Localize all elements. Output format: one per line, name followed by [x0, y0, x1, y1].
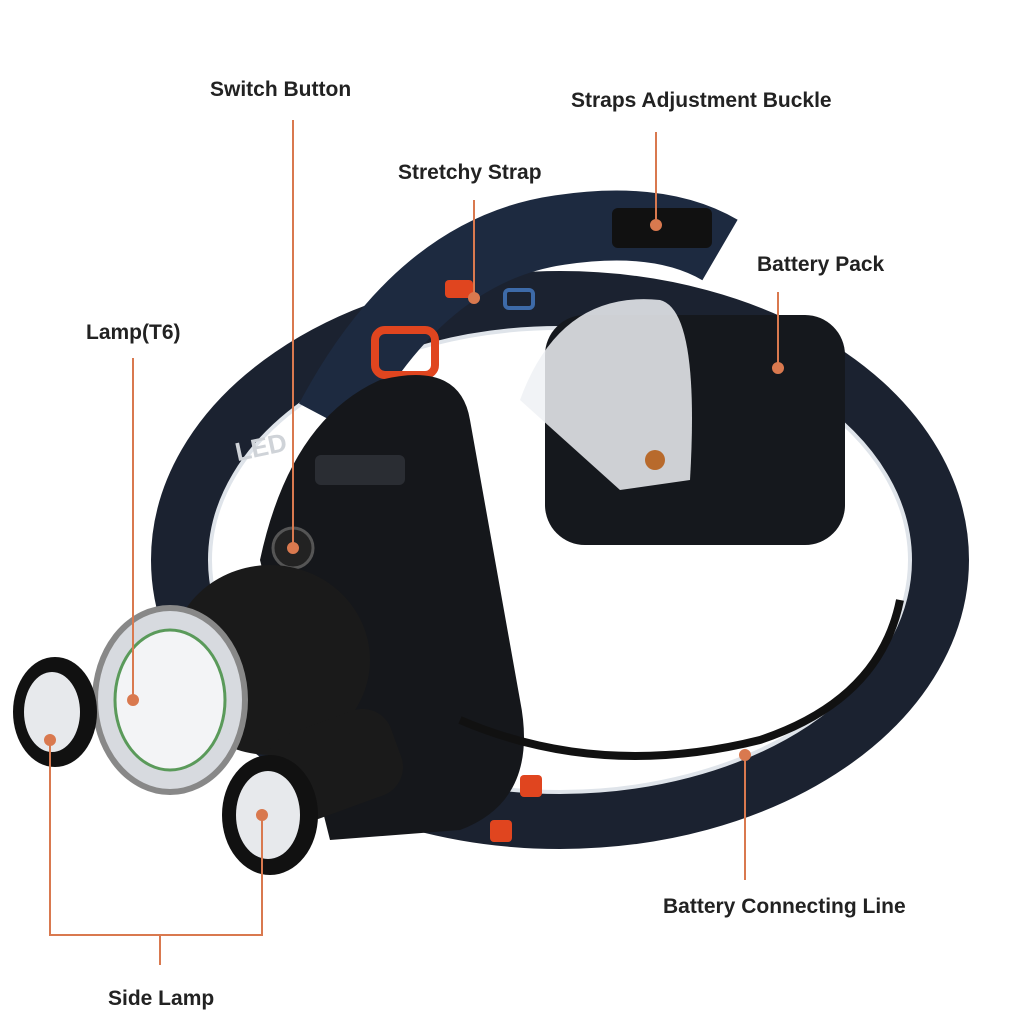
label-battery-pack: Battery Pack [757, 253, 885, 276]
label-stretchy-strap: Stretchy Strap [398, 161, 542, 184]
battery-cable [458, 599, 904, 760]
label-straps-adjustment-buckle: Straps Adjustment Buckle [571, 89, 832, 112]
label-side-lamp: Side Lamp [108, 987, 215, 1010]
label-lamp-t6: Lamp(T6) [86, 321, 181, 344]
label-switch-button: Switch Button [210, 78, 352, 101]
label-battery-connecting-line: Battery Connecting Line [663, 895, 906, 918]
strap-buckle [612, 208, 712, 248]
headband [151, 271, 969, 849]
leader-lines [44, 120, 784, 965]
side-lamp-left [24, 672, 80, 752]
